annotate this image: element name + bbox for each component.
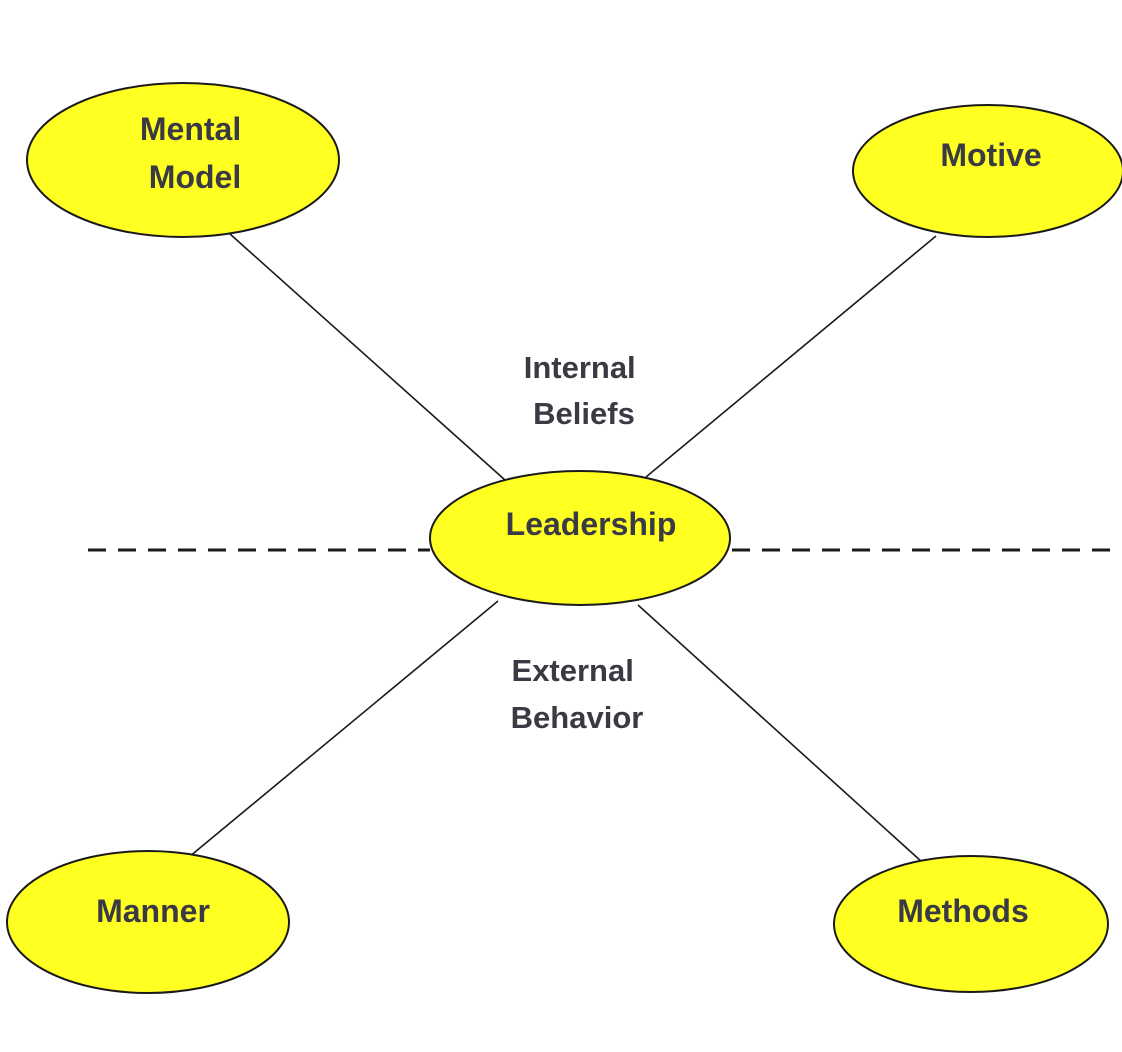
node-mental-model: Mental Model bbox=[26, 82, 340, 238]
node-mental-model-label: Mental Model bbox=[140, 111, 250, 195]
connector-methods bbox=[637, 604, 923, 863]
node-mental-model-shape bbox=[26, 82, 340, 238]
node-mental-model-line1: Mental bbox=[140, 111, 241, 147]
node-motive-label: Motive bbox=[940, 137, 1041, 173]
node-manner: Manner bbox=[6, 850, 290, 994]
node-methods-shape bbox=[833, 855, 1109, 993]
zone-internal-line1: Internal bbox=[524, 350, 636, 385]
node-leadership: Leadership bbox=[429, 470, 731, 606]
connector-manner bbox=[188, 600, 499, 858]
connector-mental-model bbox=[229, 233, 506, 481]
node-manner-label: Manner bbox=[96, 893, 210, 929]
zone-external-line1: External bbox=[512, 653, 634, 688]
connector-motive bbox=[645, 235, 937, 478]
node-motive: Motive bbox=[852, 104, 1122, 238]
zone-internal-label: Internal Beliefs bbox=[524, 350, 645, 431]
node-leadership-shape bbox=[429, 470, 731, 606]
zone-internal-line2: Beliefs bbox=[533, 396, 635, 431]
node-mental-model-line2: Model bbox=[149, 159, 241, 195]
node-leadership-label: Leadership bbox=[506, 506, 677, 542]
node-motive-shape bbox=[852, 104, 1122, 238]
node-methods-label: Methods bbox=[897, 893, 1029, 929]
node-manner-shape bbox=[6, 850, 290, 994]
node-methods: Methods bbox=[833, 855, 1109, 993]
zone-external-label: External Behavior bbox=[511, 653, 644, 735]
zone-external-line2: Behavior bbox=[511, 700, 644, 735]
